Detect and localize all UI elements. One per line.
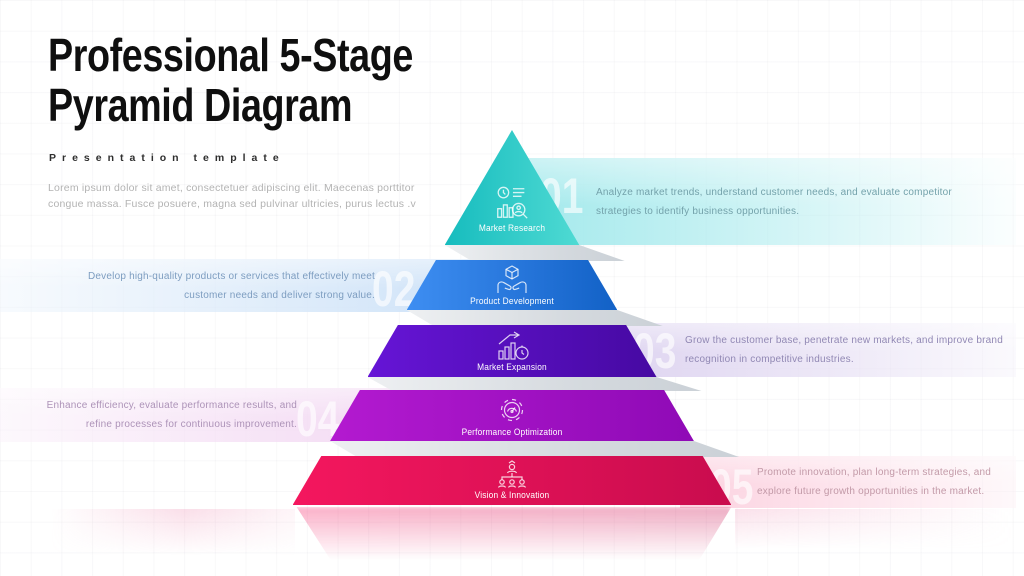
stage-description-1: Analyze market trends, understand custom… (596, 186, 952, 217)
shadow-wedge-3 (367, 377, 702, 391)
title-line-2: Pyramid Diagram (48, 79, 353, 131)
reflection-haze-right (735, 509, 1015, 549)
ribbon-stage-2: 02 Develop high-quality products or serv… (0, 259, 470, 317)
pyramid-layer-market-expansion: Market Expansion (368, 325, 657, 377)
market-research-icon (493, 184, 531, 222)
performance-optimization-icon (495, 394, 529, 426)
layer-label-4: Performance Optimization (461, 427, 563, 438)
pyramid-layer-vision-innovation: Vision & Innovation (293, 456, 732, 505)
product-development-icon (495, 264, 529, 296)
layer-label-2: Product Development (470, 296, 554, 307)
ribbon-stage-3: 03 Grow the customer base, penetrate new… (600, 323, 1016, 377)
subtitle: Presentation template (49, 152, 285, 164)
layer-label-1: Market Research (478, 223, 546, 234)
market-expansion-icon (494, 330, 530, 362)
pyramid-layer-product-development: Product Development (407, 260, 618, 310)
pyramid-reflection (293, 507, 732, 563)
stage-description-2: Develop high-quality products or service… (88, 270, 375, 301)
ribbon-stage-1: 01 Analyze market trends, understand cus… (500, 158, 1016, 245)
pyramid-layer-performance-optimization: Performance Optimization (330, 390, 694, 441)
title-line-1: Professional 5-Stage (48, 29, 413, 81)
ribbon-stage-5: 05 Promote innovation, plan long-term st… (680, 456, 1016, 512)
layer-label-5: Vision & Innovation (474, 490, 550, 501)
intro-text: Lorem ipsum dolor sit amet, consectetuer… (48, 182, 416, 210)
stage-description-5: Promote innovation, plan long-term strat… (757, 467, 992, 497)
stage-number-2: 02 (372, 261, 416, 317)
layer-label-3: Market Expansion (477, 362, 547, 373)
stage-description-4: Enhance efficiency, evaluate performance… (46, 400, 297, 430)
shadow-wedge-4 (330, 441, 740, 457)
shadow-wedge-1 (444, 245, 625, 261)
stage-description-3: Grow the customer base, penetrate new ma… (685, 335, 1003, 365)
stage-number-4: 04 (296, 391, 340, 447)
reflection-haze-left (50, 509, 295, 555)
shadow-wedge-2 (406, 310, 663, 326)
vision-innovation-icon (494, 459, 530, 489)
